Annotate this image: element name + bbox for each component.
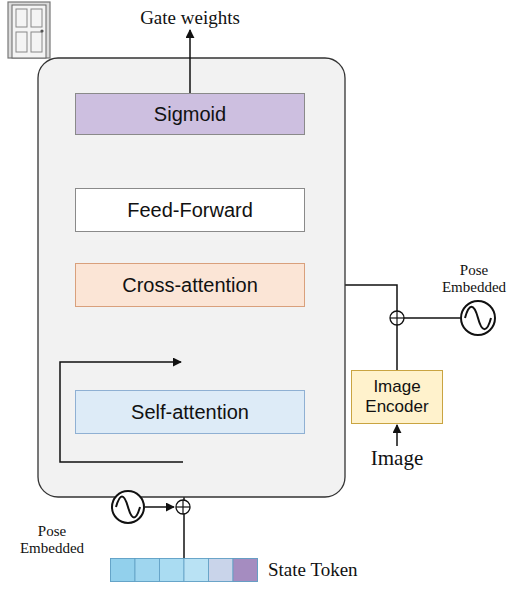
encoder-box: Image Encoder xyxy=(351,370,443,424)
box-label: Feed-Forward xyxy=(127,199,253,222)
pose-arrow xyxy=(145,506,174,508)
door-icon xyxy=(8,2,50,58)
box-label: Cross-attention xyxy=(122,274,258,297)
box-label: Self-attention xyxy=(131,401,249,424)
box-label: Image Encoder xyxy=(358,377,436,416)
attention-box: Self-attention xyxy=(75,390,305,434)
output-arrow xyxy=(189,30,191,93)
input-arrow xyxy=(396,425,398,446)
attention-box: Cross-attention xyxy=(75,263,305,307)
token-cells xyxy=(110,558,258,582)
input-label: Image xyxy=(352,447,442,470)
pose-label: Pose Embedded xyxy=(430,262,518,295)
add-symbol xyxy=(176,500,190,514)
sine-symbol xyxy=(461,301,495,335)
module-panel xyxy=(38,58,345,497)
pose-arrow xyxy=(395,317,460,319)
token-strip: State Token xyxy=(110,558,258,582)
add-symbol xyxy=(390,311,404,325)
activation-box: Sigmoid xyxy=(75,93,305,135)
box-label: Sigmoid xyxy=(154,103,226,126)
output-label: Gate weights xyxy=(130,8,250,29)
sine-symbol xyxy=(112,491,144,523)
token-label: State Token xyxy=(268,559,358,581)
process-box: Feed-Forward xyxy=(75,188,305,232)
pose-label: Pose Embedded xyxy=(4,523,100,556)
